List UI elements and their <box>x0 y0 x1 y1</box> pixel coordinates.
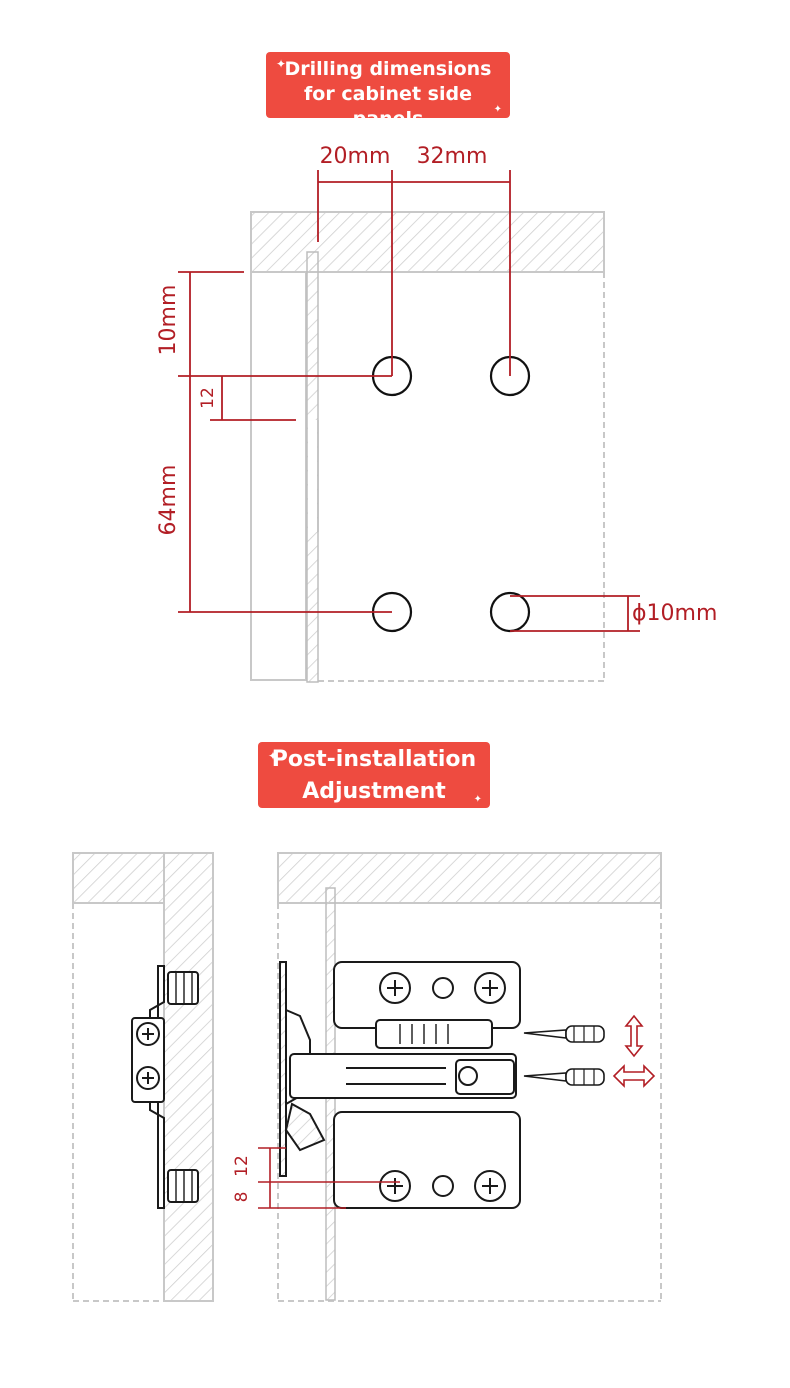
front-view-diagram: 12 8 <box>232 852 662 1302</box>
top-panel-hatched <box>250 211 605 273</box>
offset-12: 12 <box>232 1155 252 1177</box>
hinge-mounting-plate <box>333 961 521 1209</box>
sparkle-icon: ✦ <box>276 57 287 71</box>
horizontal-adjust-arrow-icon <box>612 1064 656 1088</box>
adjustment-title-line1: Post-installation <box>271 747 477 772</box>
offset-8: 8 <box>232 1192 252 1203</box>
sparkle-icon: ✦ <box>268 749 279 763</box>
adjustment-title-line2: Adjustment <box>302 778 446 804</box>
sparkle-icon: ✦ <box>473 794 482 805</box>
side-view-diagram <box>72 852 214 1302</box>
dimension-12: 12 <box>198 387 218 409</box>
sparkle-icon: ✦ <box>493 104 502 115</box>
side-panel <box>250 271 307 681</box>
dimension-20mm: 20mm <box>320 144 391 169</box>
dimension-lines <box>178 170 640 632</box>
screwdriver-icon <box>523 1025 605 1043</box>
dimension-10mm: 10mm <box>156 285 181 356</box>
drilling-title-line1: Drilling dimensions <box>284 58 492 80</box>
side-top-panel <box>72 852 165 904</box>
dimension-32mm: 32mm <box>417 144 488 169</box>
drilling-title-line2: for cabinet side panels <box>304 83 472 131</box>
offset-dimension-lines <box>258 1147 400 1209</box>
adjustment-title-badge: ✦ Post-installation Adjustment ✦ <box>258 742 490 808</box>
dimension-hole-diameter: ϕ10mm <box>632 601 717 626</box>
screwdriver-icon <box>523 1068 605 1086</box>
drilling-diagram: 20mm 32mm 10mm 12 64mm ϕ10mm <box>156 144 717 683</box>
drilling-title-badge: ✦ Drilling dimensions for cabinet side p… <box>266 52 510 130</box>
vertical-adjust-arrow-icon <box>624 1014 644 1058</box>
side-vertical-panel <box>163 852 214 1302</box>
hinge-side-profile <box>131 965 199 1209</box>
door-strip-gap <box>308 420 317 532</box>
dimension-64mm: 64mm <box>156 465 181 536</box>
drill-hole <box>489 591 531 633</box>
hinge-arm <box>279 961 517 1177</box>
front-top-panel <box>277 852 662 904</box>
